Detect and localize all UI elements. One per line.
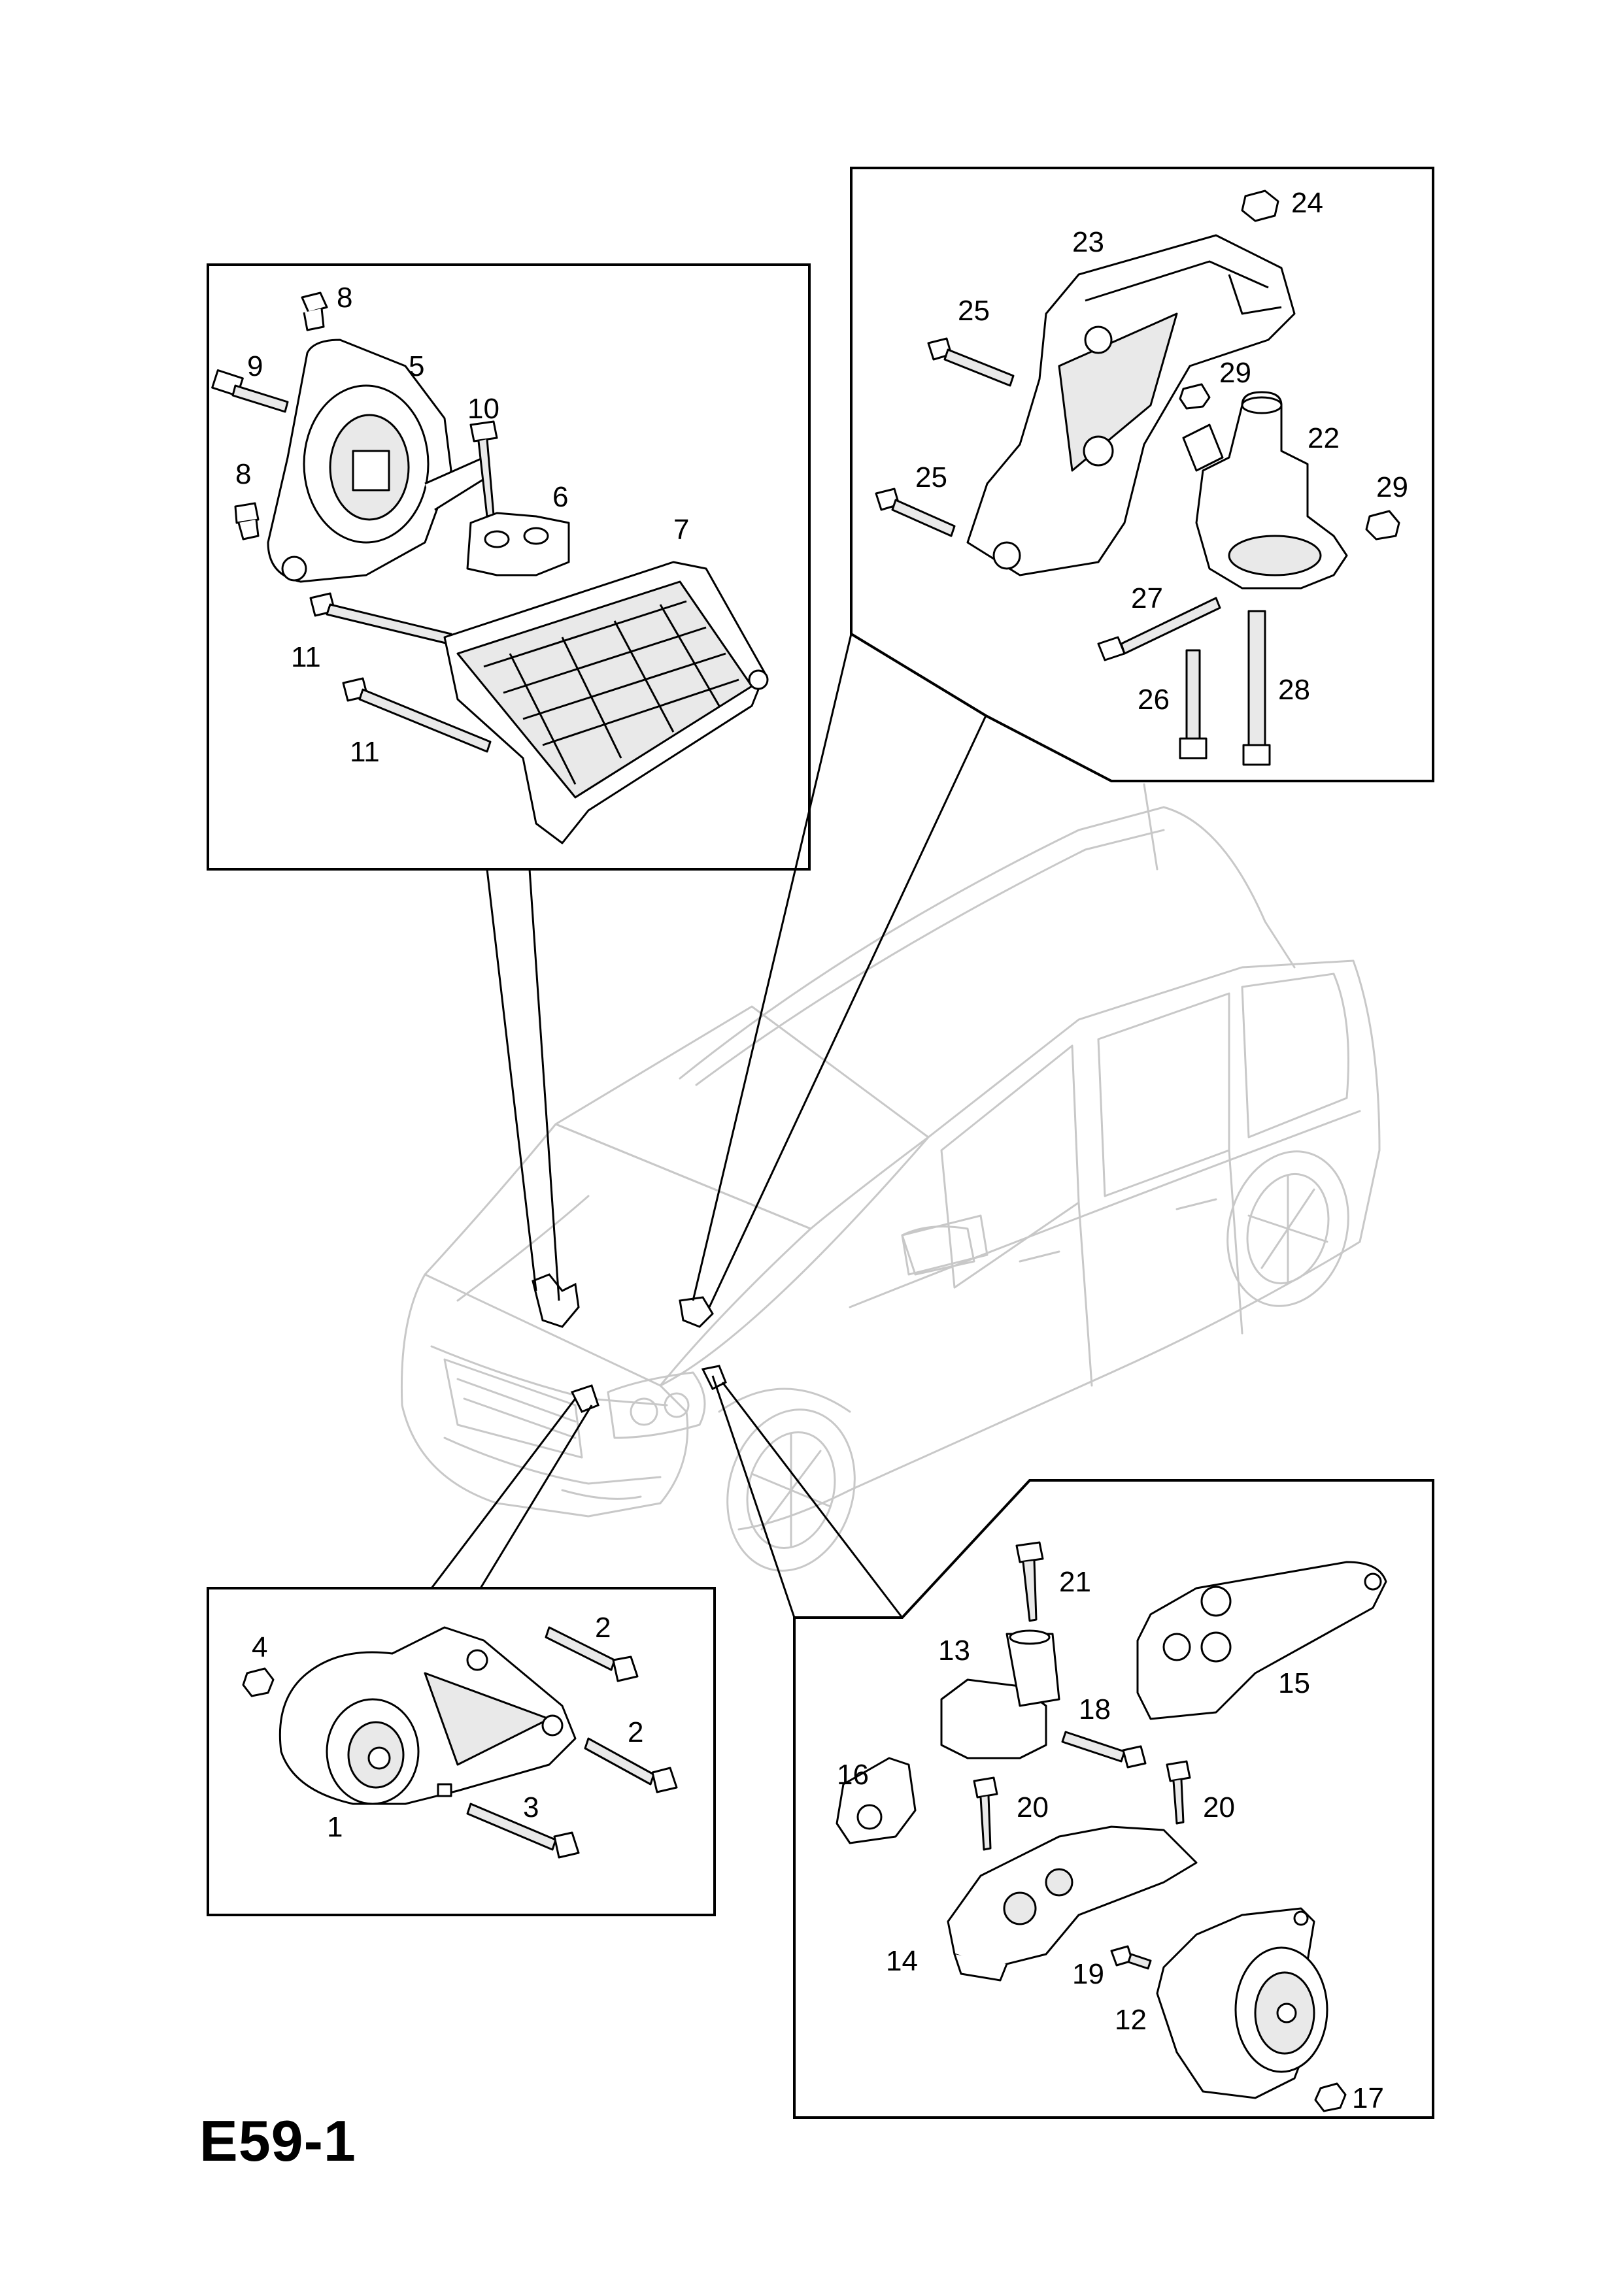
bolt-2-lower [584,1737,678,1793]
nut-24 [1241,190,1279,222]
callout-tr-5: 25 [915,461,947,493]
bolt-20-left [973,1776,998,1851]
nut-29-upper [1179,383,1211,410]
bolt-8-lower [234,502,260,541]
mount-22 [1182,391,1348,590]
callout-br-2: 15 [1278,1667,1310,1699]
bracket-16 [836,1757,917,1844]
callout-br-1: 13 [938,1635,970,1667]
callout-br-10: 17 [1352,2082,1384,2114]
bracket-14 [947,1825,1198,1982]
bolt-2-upper [545,1626,639,1682]
vehicle-outline [400,783,1381,1572]
bolt-25-upper [927,337,1015,387]
bolt-11-lower [342,677,492,753]
bolt-20-right [1166,1760,1191,1825]
bolt-28 [1242,610,1271,766]
mount-1 [279,1626,577,1805]
mount-5 [267,339,488,583]
leader-lines [430,633,987,1618]
page-code: E59-1 [199,2108,356,2173]
callout-br-5: 20 [1017,1791,1049,1823]
callout-tl-6: 7 [673,514,689,546]
callout-tr-1: 23 [1072,226,1104,258]
bracket-23 [966,234,1296,576]
bolt-8-top [301,291,328,331]
callout-tl-7: 11 [291,641,321,673]
bracket-13 [940,1629,1060,1759]
callout-br-0: 21 [1059,1566,1091,1598]
callout-br-3: 18 [1079,1693,1111,1725]
callout-br-9: 12 [1115,2004,1147,2036]
callout-tl-4: 6 [552,481,568,513]
bolt-9 [211,369,289,413]
bracket-15 [1136,1561,1387,1720]
callout-tl-8: 11 [350,736,380,768]
box-top-right-parts [875,190,1400,766]
callout-tr-8: 26 [1138,684,1170,716]
callout-tl-2: 5 [409,350,424,382]
callout-br-4: 16 [837,1759,869,1791]
nut-4 [242,1667,275,1697]
bolt-18 [1061,1731,1147,1769]
bolt-27 [1097,597,1221,661]
callout-tl-0: 8 [337,282,352,314]
callout-bl-2: 2 [628,1716,643,1748]
callout-tr-7: 27 [1131,582,1163,614]
callout-tl-3: 10 [467,393,499,425]
bracket-7 [443,561,769,844]
nut-29-lower [1365,510,1400,541]
callout-br-6: 20 [1203,1791,1235,1823]
callout-tr-9: 28 [1278,674,1310,706]
bracket-6 [466,512,570,576]
callout-br-8: 19 [1072,1958,1104,1990]
box-bottom-right-parts [836,1541,1387,2112]
callout-numbers: 8 9 5 10 6 8 7 11 11 24 23 25 29 22 25 2… [235,187,1408,2114]
nut-17 [1314,2082,1347,2112]
box-top-left-parts [211,291,769,844]
callout-tl-5: 8 [235,458,251,490]
bolt-19 [1110,1945,1152,1970]
bolt-3 [466,1803,580,1859]
callout-tr-2: 25 [958,295,990,327]
callout-bl-4: 1 [327,1811,343,1843]
callout-tr-0: 24 [1291,187,1323,219]
bolt-26 [1179,649,1208,759]
callout-tr-4: 22 [1308,422,1340,454]
box-bottom-left-parts [242,1626,678,1859]
callout-br-7: 14 [886,1945,918,1977]
callout-tr-3: 29 [1219,357,1251,389]
callout-tl-1: 9 [247,350,263,382]
mount-12 [1156,1907,1328,2099]
bolt-21 [1015,1541,1044,1622]
callout-bl-3: 3 [523,1791,539,1823]
callout-bl-0: 4 [252,1631,267,1663]
bolt-11-upper [309,592,452,645]
callout-tr-6: 29 [1376,471,1408,503]
bolt-25-lower [875,488,956,537]
callout-bl-1: 2 [595,1612,611,1644]
